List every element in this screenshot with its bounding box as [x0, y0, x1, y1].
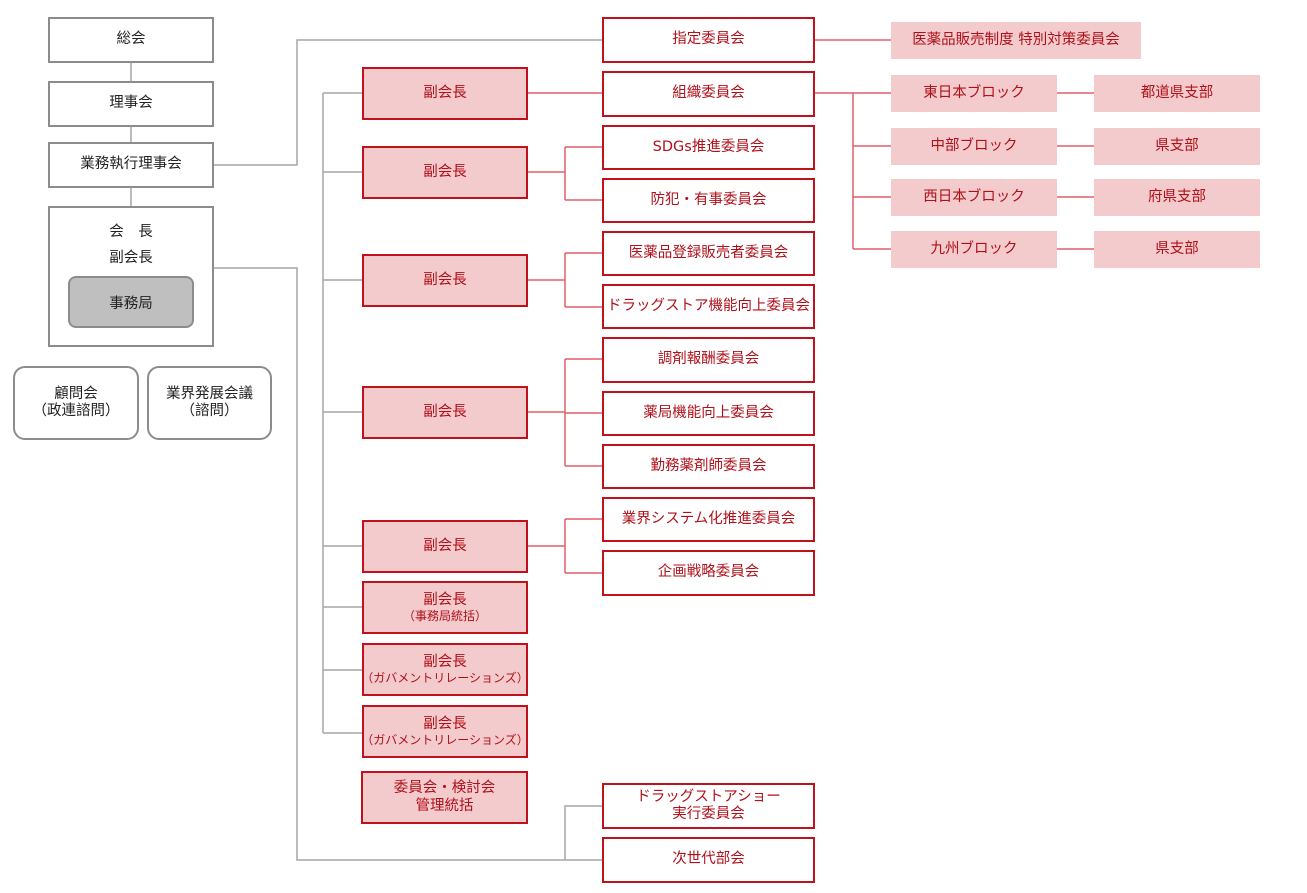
vice-president-label: 副会長	[423, 715, 467, 732]
committee-management-title: 委員会・検討会	[393, 780, 496, 797]
vice-president-box: 副会長	[362, 67, 528, 120]
branch-box: 都道県支部	[1094, 75, 1260, 112]
committee-box: 企画戦略委員会	[602, 550, 815, 596]
committee-box: 指定委員会	[602, 17, 815, 63]
block-box: 中部ブロック	[891, 128, 1057, 165]
vice-president-box: 副会長	[362, 520, 528, 573]
special-committee-box: 医薬品販売制度 特別対策委員会	[891, 22, 1141, 59]
committee-box: 医薬品登録販売者委員会	[602, 231, 815, 276]
industry-council-box: 業界発展会議 （諮問）	[147, 366, 272, 440]
vice-president-role: （ガバメントリレーションズ）	[361, 733, 529, 747]
vice-president-label: 副会長	[423, 591, 467, 608]
board-box: 理事会	[48, 81, 214, 127]
advisors-title: 顧問会	[54, 385, 98, 402]
leadership-box: 会 長 副会長 事務局	[48, 206, 214, 347]
branch-box: 府県支部	[1094, 179, 1260, 216]
executive-board-box: 業務執行理事会	[48, 142, 214, 188]
drugstore-show-sub: 実行委員会	[672, 806, 745, 822]
committee-box: 調剤報酬委員会	[602, 337, 815, 383]
industry-council-sub: （諮問）	[180, 403, 239, 419]
vice-president-box: 副会長	[362, 254, 528, 307]
committee-box: ドラッグストア機能向上委員会	[602, 284, 815, 329]
vice-president-role: （事務局統括）	[402, 609, 487, 623]
vice-president-box: 副会長	[362, 386, 528, 439]
drugstore-show-committee-box: ドラッグストアショー 実行委員会	[602, 783, 815, 829]
block-box: 九州ブロック	[891, 231, 1057, 268]
branch-box: 県支部	[1094, 231, 1260, 268]
block-box: 東日本ブロック	[891, 75, 1057, 112]
committee-box: 組織委員会	[602, 71, 815, 117]
committee-management-sub: 管理統括	[415, 797, 474, 814]
industry-council-title: 業界発展会議	[166, 385, 253, 402]
committee-box: SDGs推進委員会	[602, 125, 815, 170]
president-label: 会 長	[109, 224, 153, 240]
committee-box: 防犯・有事委員会	[602, 178, 815, 223]
committee-box: 薬局機能向上委員会	[602, 391, 815, 436]
drugstore-show-title: ドラッグストアショー	[636, 788, 781, 805]
vice-president-role: （ガバメントリレーションズ）	[361, 671, 529, 685]
vice-president-gr-box: 副会長 （ガバメントリレーションズ）	[361, 705, 529, 758]
vice-president-secretariat-box: 副会長 （事務局統括）	[362, 581, 528, 634]
committee-box: 業界システム化推進委員会	[602, 497, 815, 542]
next-generation-box: 次世代部会	[602, 837, 815, 883]
secretariat-box: 事務局	[68, 276, 194, 328]
vice-president-box: 副会長	[362, 146, 528, 199]
committee-management-box: 委員会・検討会 管理統括	[361, 771, 528, 824]
advisors-sub: （政連諮問）	[32, 403, 120, 419]
vice-president-label: 副会長	[423, 653, 467, 670]
general-assembly-box: 総会	[48, 17, 214, 63]
block-box: 西日本ブロック	[891, 179, 1057, 216]
vice-president-gr-box: 副会長 （ガバメントリレーションズ）	[361, 643, 529, 696]
vice-president-label: 副会長	[109, 250, 153, 266]
branch-box: 県支部	[1094, 128, 1260, 165]
committee-box: 勤務薬剤師委員会	[602, 444, 815, 489]
advisors-box: 顧問会 （政連諮問）	[13, 366, 139, 440]
